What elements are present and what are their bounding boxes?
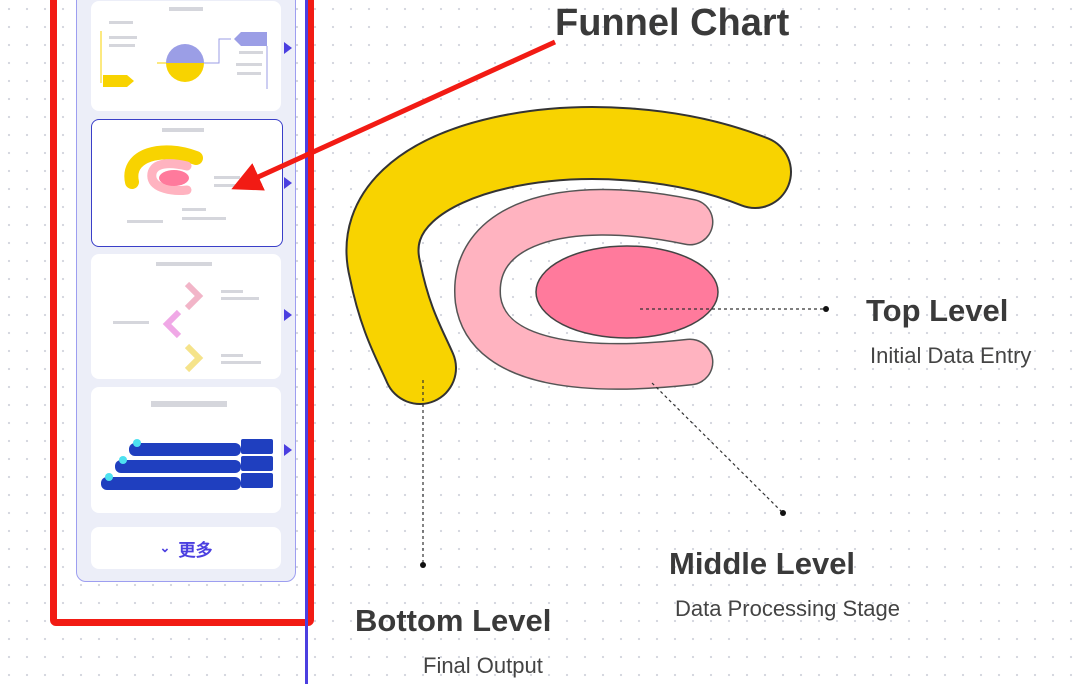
expand-arrow-icon[interactable] <box>284 444 292 456</box>
more-label: 更多 <box>178 540 213 560</box>
bottom-level-shape <box>347 108 790 403</box>
level-name: Bottom Level <box>355 603 552 638</box>
template-card-flower[interactable] <box>91 1 281 111</box>
panel-divider <box>305 0 308 684</box>
more-button[interactable]: ⌄ 更多 <box>91 527 281 569</box>
level-desc: Final Output <box>423 653 543 678</box>
template-card-funnel-selected[interactable] <box>91 119 283 247</box>
top-level-shape <box>535 245 719 339</box>
expand-arrow-icon[interactable] <box>284 177 292 189</box>
diagram-title: Funnel Chart <box>555 2 790 44</box>
annotation-arrow <box>231 39 557 191</box>
expand-arrow-icon[interactable] <box>284 309 292 321</box>
highlight-box <box>50 0 314 626</box>
level-desc: Data Processing Stage <box>675 596 901 621</box>
template-card-stacked-bars[interactable] <box>91 387 281 513</box>
level-name: Top Level <box>866 293 1009 328</box>
template-card-chevrons[interactable] <box>91 254 281 379</box>
expand-arrow-icon[interactable] <box>284 42 292 54</box>
template-panel: ⌄ 更多 <box>76 0 296 582</box>
chevron-down-icon: ⌄ <box>159 540 171 555</box>
level-name: Middle Level <box>669 546 856 581</box>
level-desc: Initial Data Entry <box>870 343 1032 368</box>
middle-level-shape <box>455 190 712 389</box>
